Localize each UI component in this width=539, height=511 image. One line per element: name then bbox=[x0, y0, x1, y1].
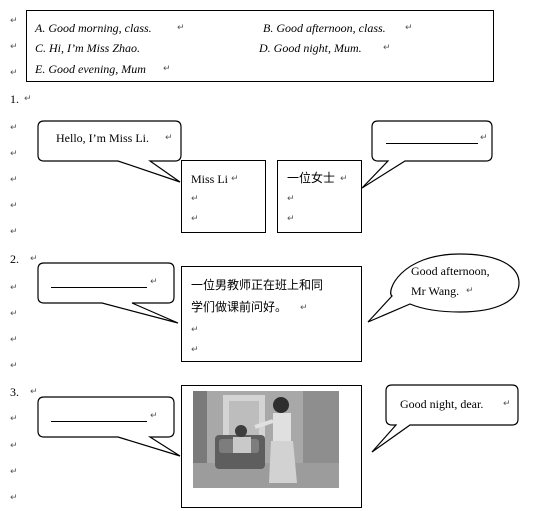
para-mark: ↵ bbox=[287, 214, 295, 224]
option-e: E. Good evening, Mum bbox=[35, 62, 146, 76]
options-box: A. Good morning, class. ↵ B. Good aftern… bbox=[26, 10, 494, 82]
option-c: C. Hi, I’m Miss Zhao. bbox=[35, 41, 141, 55]
q2-box-line-2: 学们做课前问好。 bbox=[191, 300, 288, 314]
q2-right-bubble bbox=[367, 253, 520, 323]
question-number-2: 2. bbox=[10, 252, 19, 266]
para-mark: ↵ bbox=[30, 254, 38, 264]
para-mark: ↵ bbox=[287, 194, 295, 204]
para-mark: ↵ bbox=[10, 309, 18, 319]
para-mark: ↵ bbox=[405, 23, 413, 33]
para-mark: ↵ bbox=[150, 411, 158, 421]
q1-box-lady: 一位女士 ↵ ↵ ↵ bbox=[277, 160, 362, 233]
q1-box-right-text: 一位女士 bbox=[287, 171, 336, 185]
q3-right-bubble-text: Good night, dear. bbox=[400, 397, 484, 411]
para-mark: ↵ bbox=[163, 64, 171, 74]
option-a: A. Good morning, class. bbox=[35, 21, 152, 35]
para-mark: ↵ bbox=[10, 414, 18, 424]
para-mark: ↵ bbox=[165, 133, 173, 143]
q2-left-bubble bbox=[37, 262, 179, 324]
q2-scene-box: 一位男教师正在班上和同 学们做课前问好。 ↵ ↵ ↵ bbox=[181, 266, 362, 362]
option-b: B. Good afternoon, class. bbox=[263, 21, 386, 35]
para-mark: ↵ bbox=[340, 174, 348, 184]
q1-right-bubble bbox=[361, 120, 493, 189]
para-mark: ↵ bbox=[231, 174, 239, 184]
q1-left-bubble bbox=[37, 120, 182, 183]
q3-left-bubble bbox=[37, 396, 181, 457]
para-mark: ↵ bbox=[150, 277, 158, 287]
para-mark: ↵ bbox=[10, 42, 18, 52]
para-mark: ↵ bbox=[10, 361, 18, 371]
para-mark: ↵ bbox=[10, 467, 18, 477]
question-number-3: 3. bbox=[10, 385, 19, 399]
q1-box-left-text: Miss Li bbox=[191, 172, 229, 186]
para-mark: ↵ bbox=[10, 123, 18, 133]
q3-right-bubble bbox=[371, 384, 519, 453]
q2-right-bubble-line-2: Mr Wang. bbox=[411, 284, 460, 298]
option-d: D. Good night, Mum. bbox=[259, 41, 362, 55]
para-mark: ↵ bbox=[10, 175, 18, 185]
para-mark: ↵ bbox=[10, 283, 18, 293]
para-mark: ↵ bbox=[466, 286, 474, 296]
para-mark: ↵ bbox=[10, 16, 18, 26]
para-mark: ↵ bbox=[10, 149, 18, 159]
q2-answer-blank[interactable] bbox=[51, 287, 147, 288]
para-mark: ↵ bbox=[300, 303, 308, 313]
para-mark: ↵ bbox=[503, 399, 511, 409]
q1-box-miss-li: Miss Li ↵ ↵ ↵ bbox=[181, 160, 266, 233]
para-mark: ↵ bbox=[191, 214, 199, 224]
para-mark: ↵ bbox=[24, 94, 32, 104]
q2-right-bubble-line-1: Good afternoon, bbox=[411, 264, 490, 278]
para-mark: ↵ bbox=[10, 335, 18, 345]
question-number-1: 1. bbox=[10, 92, 19, 106]
para-mark: ↵ bbox=[191, 325, 199, 335]
q2-box-line-1: 一位男教师正在班上和同 bbox=[191, 278, 324, 292]
para-mark: ↵ bbox=[10, 493, 18, 503]
para-mark: ↵ bbox=[10, 201, 18, 211]
para-mark: ↵ bbox=[383, 43, 391, 53]
para-mark: ↵ bbox=[191, 345, 199, 355]
para-mark: ↵ bbox=[30, 387, 38, 397]
para-mark: ↵ bbox=[10, 68, 18, 78]
para-mark: ↵ bbox=[480, 133, 488, 143]
para-mark: ↵ bbox=[10, 227, 18, 237]
q1-answer-blank[interactable] bbox=[386, 143, 478, 144]
bedtime-scene-image bbox=[193, 391, 339, 488]
para-mark: ↵ bbox=[10, 441, 18, 451]
q1-left-bubble-text: Hello, I’m Miss Li. bbox=[56, 131, 149, 145]
para-mark: ↵ bbox=[191, 194, 199, 204]
para-mark: ↵ bbox=[177, 23, 185, 33]
q3-answer-blank[interactable] bbox=[51, 421, 147, 422]
